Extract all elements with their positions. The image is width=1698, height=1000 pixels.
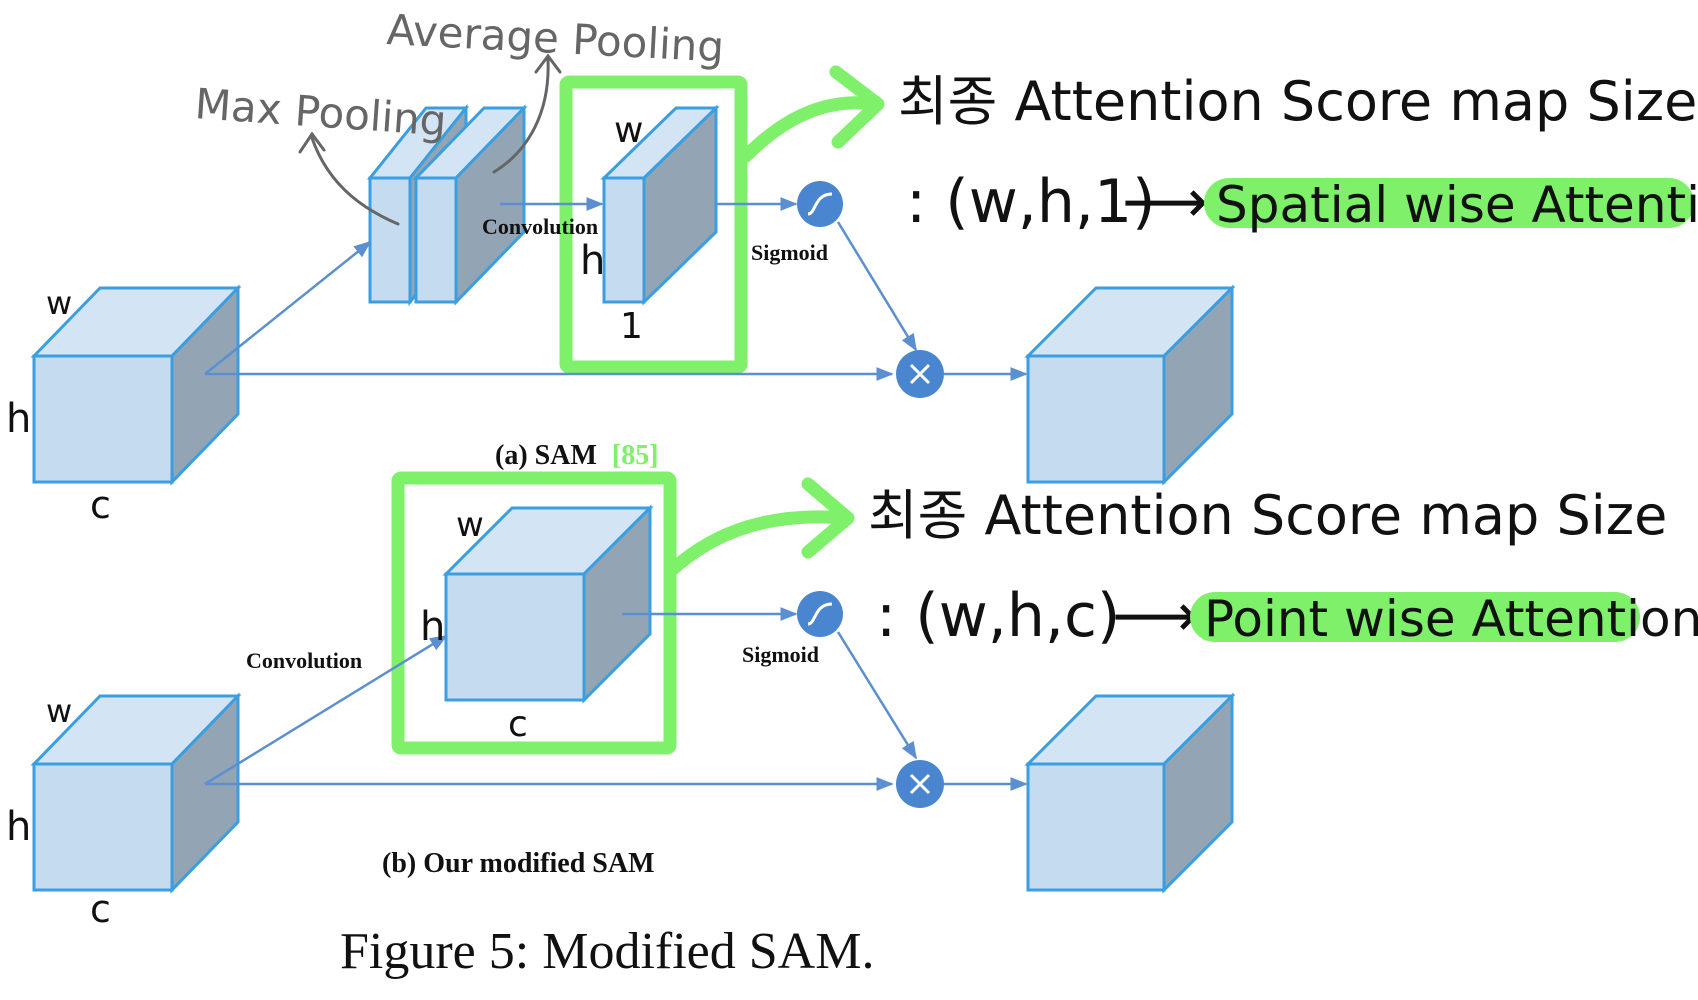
input-channel-label-modified: c [90, 887, 111, 931]
input-cube-modified [30, 692, 242, 894]
sigmoid-icon [797, 181, 843, 227]
spatial-map-slab [600, 104, 720, 306]
sam-original-section: Max Pooling Average Pooling Convolution … [6, 5, 1698, 527]
map-channel-label: 1 [620, 306, 643, 347]
sigmoid-icon [797, 591, 843, 637]
map-width-label: w [614, 110, 643, 151]
input-channel-label: c [90, 483, 111, 527]
annotation-title-spatial: 최종 Attention Score map Size [898, 70, 1697, 133]
average-pooling-slab [412, 104, 528, 306]
highlight-box-spatial-map [559, 75, 748, 374]
annotation-result-point: Point wise Attention [1204, 590, 1698, 648]
sigmoid-label-modified: Sigmoid [742, 642, 819, 667]
input-width-label-modified: w [46, 692, 72, 730]
flow-arrows [204, 197, 1028, 381]
annotation-dims-spatial: : (w,h,1) [906, 167, 1156, 237]
map-channel-label-modified: c [508, 704, 528, 745]
annotation-arrow-spatial: ⟶ [1122, 167, 1208, 237]
caption-sam-prefix: (a) SAM [495, 440, 597, 471]
caption-modified-sam: (b) Our modified SAM [382, 848, 655, 879]
convolution-label: Convolution [482, 214, 598, 239]
sam-modified-section: Convolution Sigmoid w h c w h c (b) Our … [6, 471, 1698, 931]
input-height-label: h [6, 396, 31, 442]
caption-sam: (a) SAM [85] [495, 440, 659, 471]
highlight-point-result [1190, 592, 1640, 642]
input-height-label-modified: h [6, 804, 31, 850]
annotation-pointer-arrow-point [665, 477, 855, 577]
annotation-result-spatial: Spatial wise Attention [1216, 176, 1698, 234]
annotation-arrow-point: ⟶ [1112, 581, 1198, 651]
pooling-pointer-arrows [298, 53, 562, 226]
map-width-label-modified: w [456, 505, 484, 545]
multiply-icon [896, 350, 944, 398]
annotation-dims-point: : (w,h,c) [876, 581, 1120, 651]
input-width-label: w [46, 284, 72, 322]
highlight-spatial-result [1204, 178, 1694, 228]
map-height-label: h [580, 238, 605, 284]
input-cube [30, 284, 242, 486]
flow-arrows-modified [204, 607, 1028, 791]
sigmoid-label: Sigmoid [751, 240, 828, 265]
map-height-label-modified: h [420, 604, 445, 650]
point-map-cube [442, 504, 654, 704]
annotation-pointer-arrow-spatial [739, 65, 885, 163]
output-cube [1024, 284, 1236, 486]
average-pooling-label: Average Pooling [385, 5, 725, 72]
convolution-label-modified: Convolution [246, 648, 362, 673]
figure-caption: Figure 5: Modified SAM. [340, 923, 874, 980]
annotation-title-point: 최종 Attention Score map Size [868, 484, 1667, 547]
max-pooling-label: Max Pooling [193, 79, 448, 145]
output-cube-modified [1024, 692, 1236, 894]
multiply-icon [896, 760, 944, 808]
caption-sam-ref: [85] [612, 440, 659, 471]
